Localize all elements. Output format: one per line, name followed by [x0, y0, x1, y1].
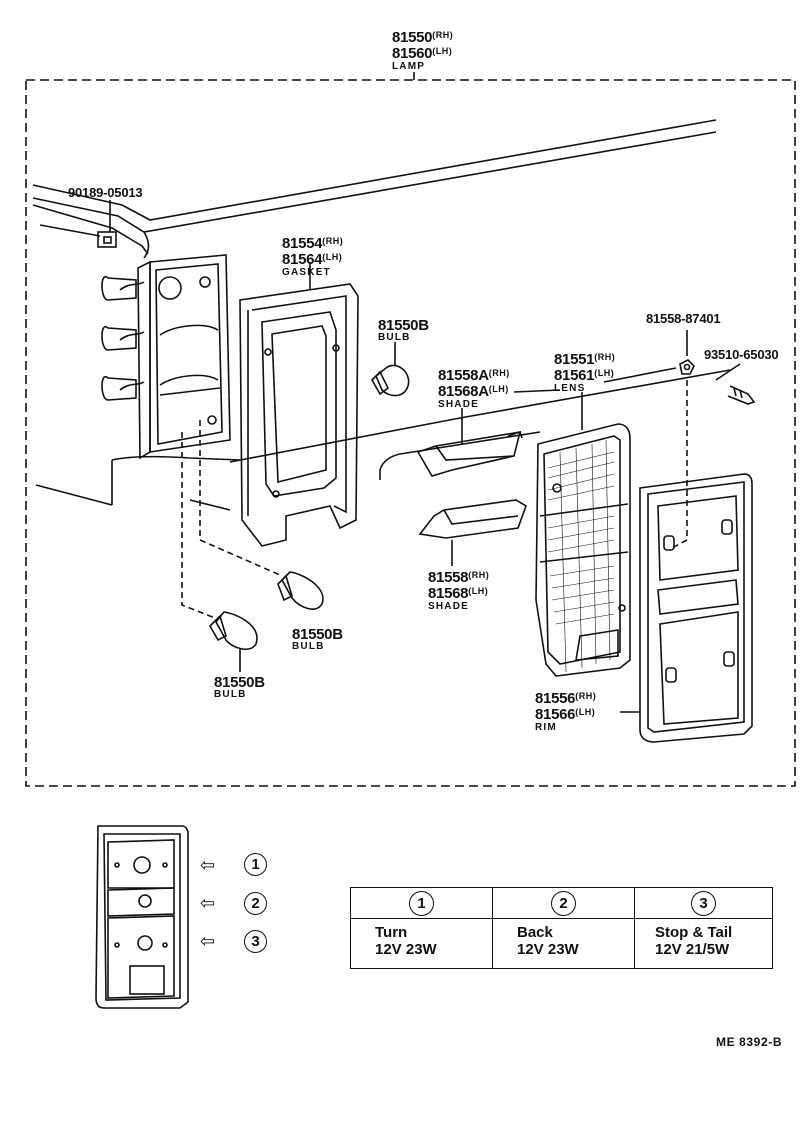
lamp-part-lh: 81560	[392, 45, 433, 62]
screw-part-number: 93510-65030	[704, 347, 779, 362]
shade-name: SHADE	[428, 601, 470, 612]
lh-tag: (LH)	[488, 384, 509, 394]
gasket-part-lh: 81564	[282, 251, 323, 268]
shade-part	[418, 499, 527, 566]
bulb-dash-leader	[199, 420, 281, 576]
diagram-reference-code: ME 8392-B	[716, 1035, 783, 1049]
bulb-table-header-row: 1 2 3	[350, 887, 773, 919]
bulb-table-cell: Back 12V 23W	[492, 918, 635, 969]
bulb-upper-part	[371, 342, 410, 397]
shade-a-part-rh: 81558A	[438, 367, 489, 384]
position-marker-1: 1	[409, 891, 434, 916]
bulb-middle-callout: 81550B BULB	[292, 627, 343, 652]
nut-part	[671, 330, 695, 549]
position-marker-2: 2	[551, 891, 576, 916]
bulb-dash-leader	[181, 432, 216, 619]
left-arrow-icon: ⇦	[200, 893, 216, 913]
vehicle-body-outline	[32, 119, 731, 511]
shade-part-lh: 81568	[428, 585, 469, 602]
lamp-part-rh: 81550	[392, 29, 433, 46]
lamp-name: LAMP	[392, 61, 426, 72]
bulb-middle-part-number: 81550B	[292, 626, 343, 643]
rh-tag: (RH)	[432, 30, 454, 40]
lamp-housing-socket-assembly	[101, 254, 231, 460]
position-marker-3: 3	[244, 930, 267, 953]
lens-name: LENS	[554, 383, 586, 394]
socket-clip	[97, 200, 117, 248]
bulb-lower-name: BULB	[214, 689, 247, 700]
socket-clip-part-number: 90189-05013	[68, 185, 143, 200]
bulb-table-header-cell: 1	[350, 887, 493, 919]
lens-leader	[603, 367, 677, 383]
bulb-lower-part-number: 81550B	[214, 674, 265, 691]
assembly-frame	[25, 79, 796, 787]
lamp-callout: 81550(RH) 81560(LH) LAMP	[392, 30, 453, 72]
rim-part-rh: 81556	[535, 690, 576, 707]
lamp-front-view	[95, 825, 189, 1009]
bulb-function: Back	[517, 924, 553, 941]
screw-part	[715, 363, 756, 405]
lh-tag: (LH)	[322, 252, 343, 262]
lens-part-lh: 81561	[554, 367, 595, 384]
shade-callout: 81558(RH) 81568(LH) SHADE	[428, 570, 489, 612]
gasket-part	[239, 262, 359, 547]
bulb-middle-name: BULB	[292, 641, 325, 652]
lh-tag: (LH)	[575, 707, 596, 717]
rh-tag: (RH)	[488, 368, 510, 378]
rim-part	[620, 473, 753, 743]
bulb-upper-name: BULB	[378, 332, 411, 343]
shade-part-rh: 81558	[428, 569, 469, 586]
bulb-lower-callout: 81550B BULB	[214, 675, 265, 700]
left-arrow-icon: ⇦	[200, 931, 216, 951]
bulb-table-cell: Stop & Tail 12V 21/5W	[634, 918, 773, 969]
position-marker-1: 1	[244, 853, 267, 876]
lens-part	[535, 392, 631, 677]
bulb-spec: 12V 23W	[375, 941, 437, 958]
rh-tag: (RH)	[322, 236, 344, 246]
bulb-lower-part	[209, 611, 258, 672]
gasket-callout: 81554(RH) 81564(LH) GASKET	[282, 236, 343, 278]
position-marker-3: 3	[691, 891, 716, 916]
lens-part-rh: 81551	[554, 351, 595, 368]
left-arrow-icon: ⇦	[200, 855, 216, 875]
bulb-spec-table: 1 2 3 Turn 12V 23W Back 12V 23W Stop & T…	[350, 887, 773, 969]
shade-a-name: SHADE	[438, 399, 480, 410]
shade-a-leader	[513, 389, 561, 393]
lens-callout: 81551(RH) 81561(LH) LENS	[554, 352, 615, 394]
rh-tag: (RH)	[468, 570, 490, 580]
lh-tag: (LH)	[432, 46, 453, 56]
rim-name: RIM	[535, 722, 557, 733]
rh-tag: (RH)	[594, 352, 616, 362]
gasket-name: GASKET	[282, 267, 331, 278]
rim-callout: 81556(RH) 81566(LH) RIM	[535, 691, 596, 733]
bulb-spec: 12V 23W	[517, 941, 579, 958]
bulb-function: Stop & Tail	[655, 924, 733, 941]
nut-part-number: 81558-87401	[646, 311, 721, 326]
bulb-table-cell: Turn 12V 23W	[350, 918, 493, 969]
bulb-spec: 12V 21/5W	[655, 941, 730, 958]
lh-tag: (LH)	[468, 586, 489, 596]
shade-a-part-lh: 81568A	[438, 383, 489, 400]
bulb-table-header-cell: 3	[634, 887, 773, 919]
bulb-middle-part	[277, 571, 324, 610]
bulb-table-row: Turn 12V 23W Back 12V 23W Stop & Tail 12…	[350, 918, 773, 969]
bulb-function: Turn	[375, 924, 408, 941]
bulb-table-header-cell: 2	[492, 887, 635, 919]
rim-part-lh: 81566	[535, 706, 576, 723]
gasket-part-rh: 81554	[282, 235, 323, 252]
shade-a-callout: 81558A(RH) 81568A(LH) SHADE	[438, 368, 510, 410]
shade-a-part	[416, 408, 523, 477]
bulb-upper-part-number: 81550B	[378, 317, 429, 334]
rh-tag: (RH)	[575, 691, 597, 701]
bulb-upper-callout: 81550B BULB	[378, 318, 429, 343]
lh-tag: (LH)	[594, 368, 615, 378]
position-marker-2: 2	[244, 892, 267, 915]
